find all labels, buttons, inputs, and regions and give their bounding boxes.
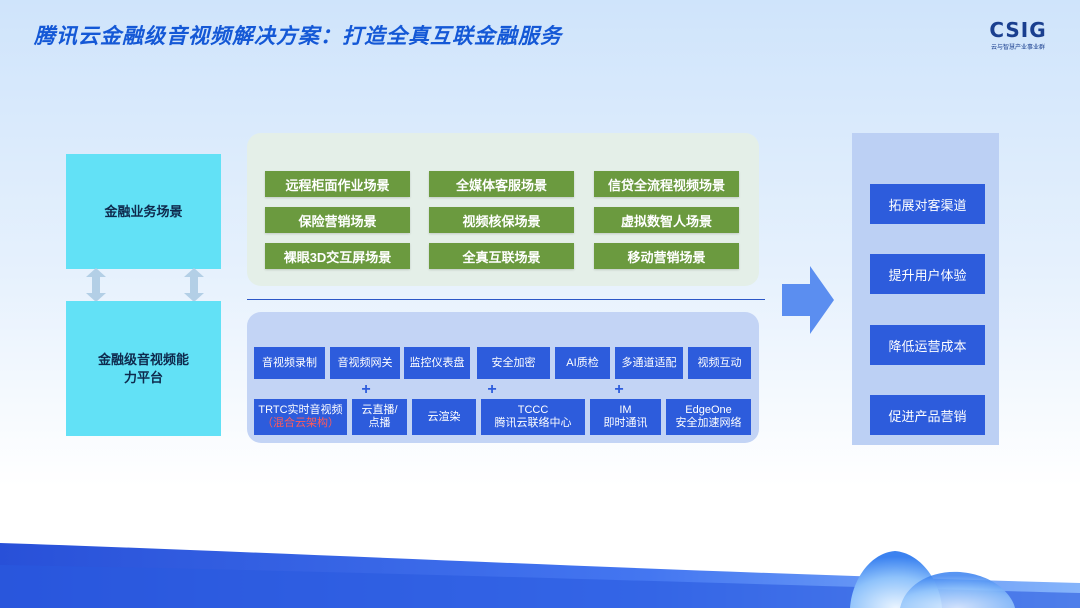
capability-tag-trtc: TRTC实时音视频 （混合云架构）: [254, 399, 347, 435]
capability-tag: AI质检: [555, 347, 610, 379]
edgeone-sublabel: 安全加速网络: [675, 417, 742, 429]
value-item: 降低运营成本: [870, 325, 985, 365]
plus-icon: +: [614, 381, 624, 398]
csig-logo: CSIG 云与智慧产业事业群: [982, 18, 1054, 52]
logo-text: CSIG: [989, 18, 1047, 42]
value-item: 拓展对客渠道: [870, 184, 985, 224]
right-arrow-icon: [782, 266, 834, 334]
scenario-tag: 视频核保场景: [429, 207, 574, 233]
decorative-wave: [0, 543, 1080, 608]
capability-tag: 安全加密: [477, 347, 550, 379]
trtc-note: （混合云架构）: [262, 417, 339, 429]
scenario-tag: 移动营销场景: [594, 243, 739, 269]
financial-scenarios-label: 金融业务场景: [104, 203, 183, 219]
scenario-tag: 远程柜面作业场景: [265, 171, 410, 197]
edgeone-label: EdgeOne: [685, 404, 732, 416]
capability-tag-tccc: TCCC 腾讯云联络中心: [481, 399, 585, 435]
double-arrow-icon: [86, 268, 106, 302]
plus-icon: +: [487, 381, 497, 398]
page-title: 腾讯云金融级音视频解决方案：打造全真互联金融服务: [34, 25, 562, 48]
capability-tag: 监控仪表盘: [404, 347, 470, 379]
plus-icon: +: [361, 381, 371, 398]
scenario-tag: 全媒体客服场景: [429, 171, 574, 197]
scenario-tag: 裸眼3D交互屏场景: [265, 243, 410, 269]
av-platform-box: 金融级音视频能力平台: [66, 301, 221, 436]
double-arrow-icon: [184, 268, 204, 302]
scenario-tag: 保险营销场景: [265, 207, 410, 233]
tccc-label: TCCC: [517, 404, 549, 416]
capability-tag: 音视频录制: [254, 347, 325, 379]
im-sublabel: 即时通讯: [603, 417, 648, 429]
scenario-tag: 信贷全流程视频场景: [594, 171, 739, 197]
tccc-sublabel: 腾讯云联络中心: [494, 417, 572, 429]
capability-tag-render: 云渲染: [412, 399, 476, 435]
value-item: 促进产品营销: [870, 395, 985, 435]
live-label: 云直播/点播: [361, 404, 398, 429]
capability-tag: 视频互动: [688, 347, 751, 379]
im-label: IM: [619, 404, 632, 416]
capability-tag: 音视频网关: [330, 347, 400, 379]
capability-tag-im: IM 即时通讯: [590, 399, 661, 435]
render-label: 云渲染: [427, 410, 461, 423]
trtc-label: TRTC实时音视频: [258, 404, 343, 416]
av-platform-label: 金融级音视频能力平台: [97, 351, 189, 385]
value-item: 提升用户体验: [870, 254, 985, 294]
scenario-tag: 全真互联场景: [429, 243, 574, 269]
section-divider: [247, 299, 765, 300]
capability-tag-edgeone: EdgeOne 安全加速网络: [666, 399, 751, 435]
capability-tag: 多通道适配: [615, 347, 683, 379]
logo-subtitle: 云与智慧产业事业群: [990, 45, 1045, 51]
capability-tag-live: 云直播/点播: [352, 399, 407, 435]
financial-scenarios-box: 金融业务场景: [66, 154, 221, 269]
scenario-tag: 虚拟数智人场景: [594, 207, 739, 233]
